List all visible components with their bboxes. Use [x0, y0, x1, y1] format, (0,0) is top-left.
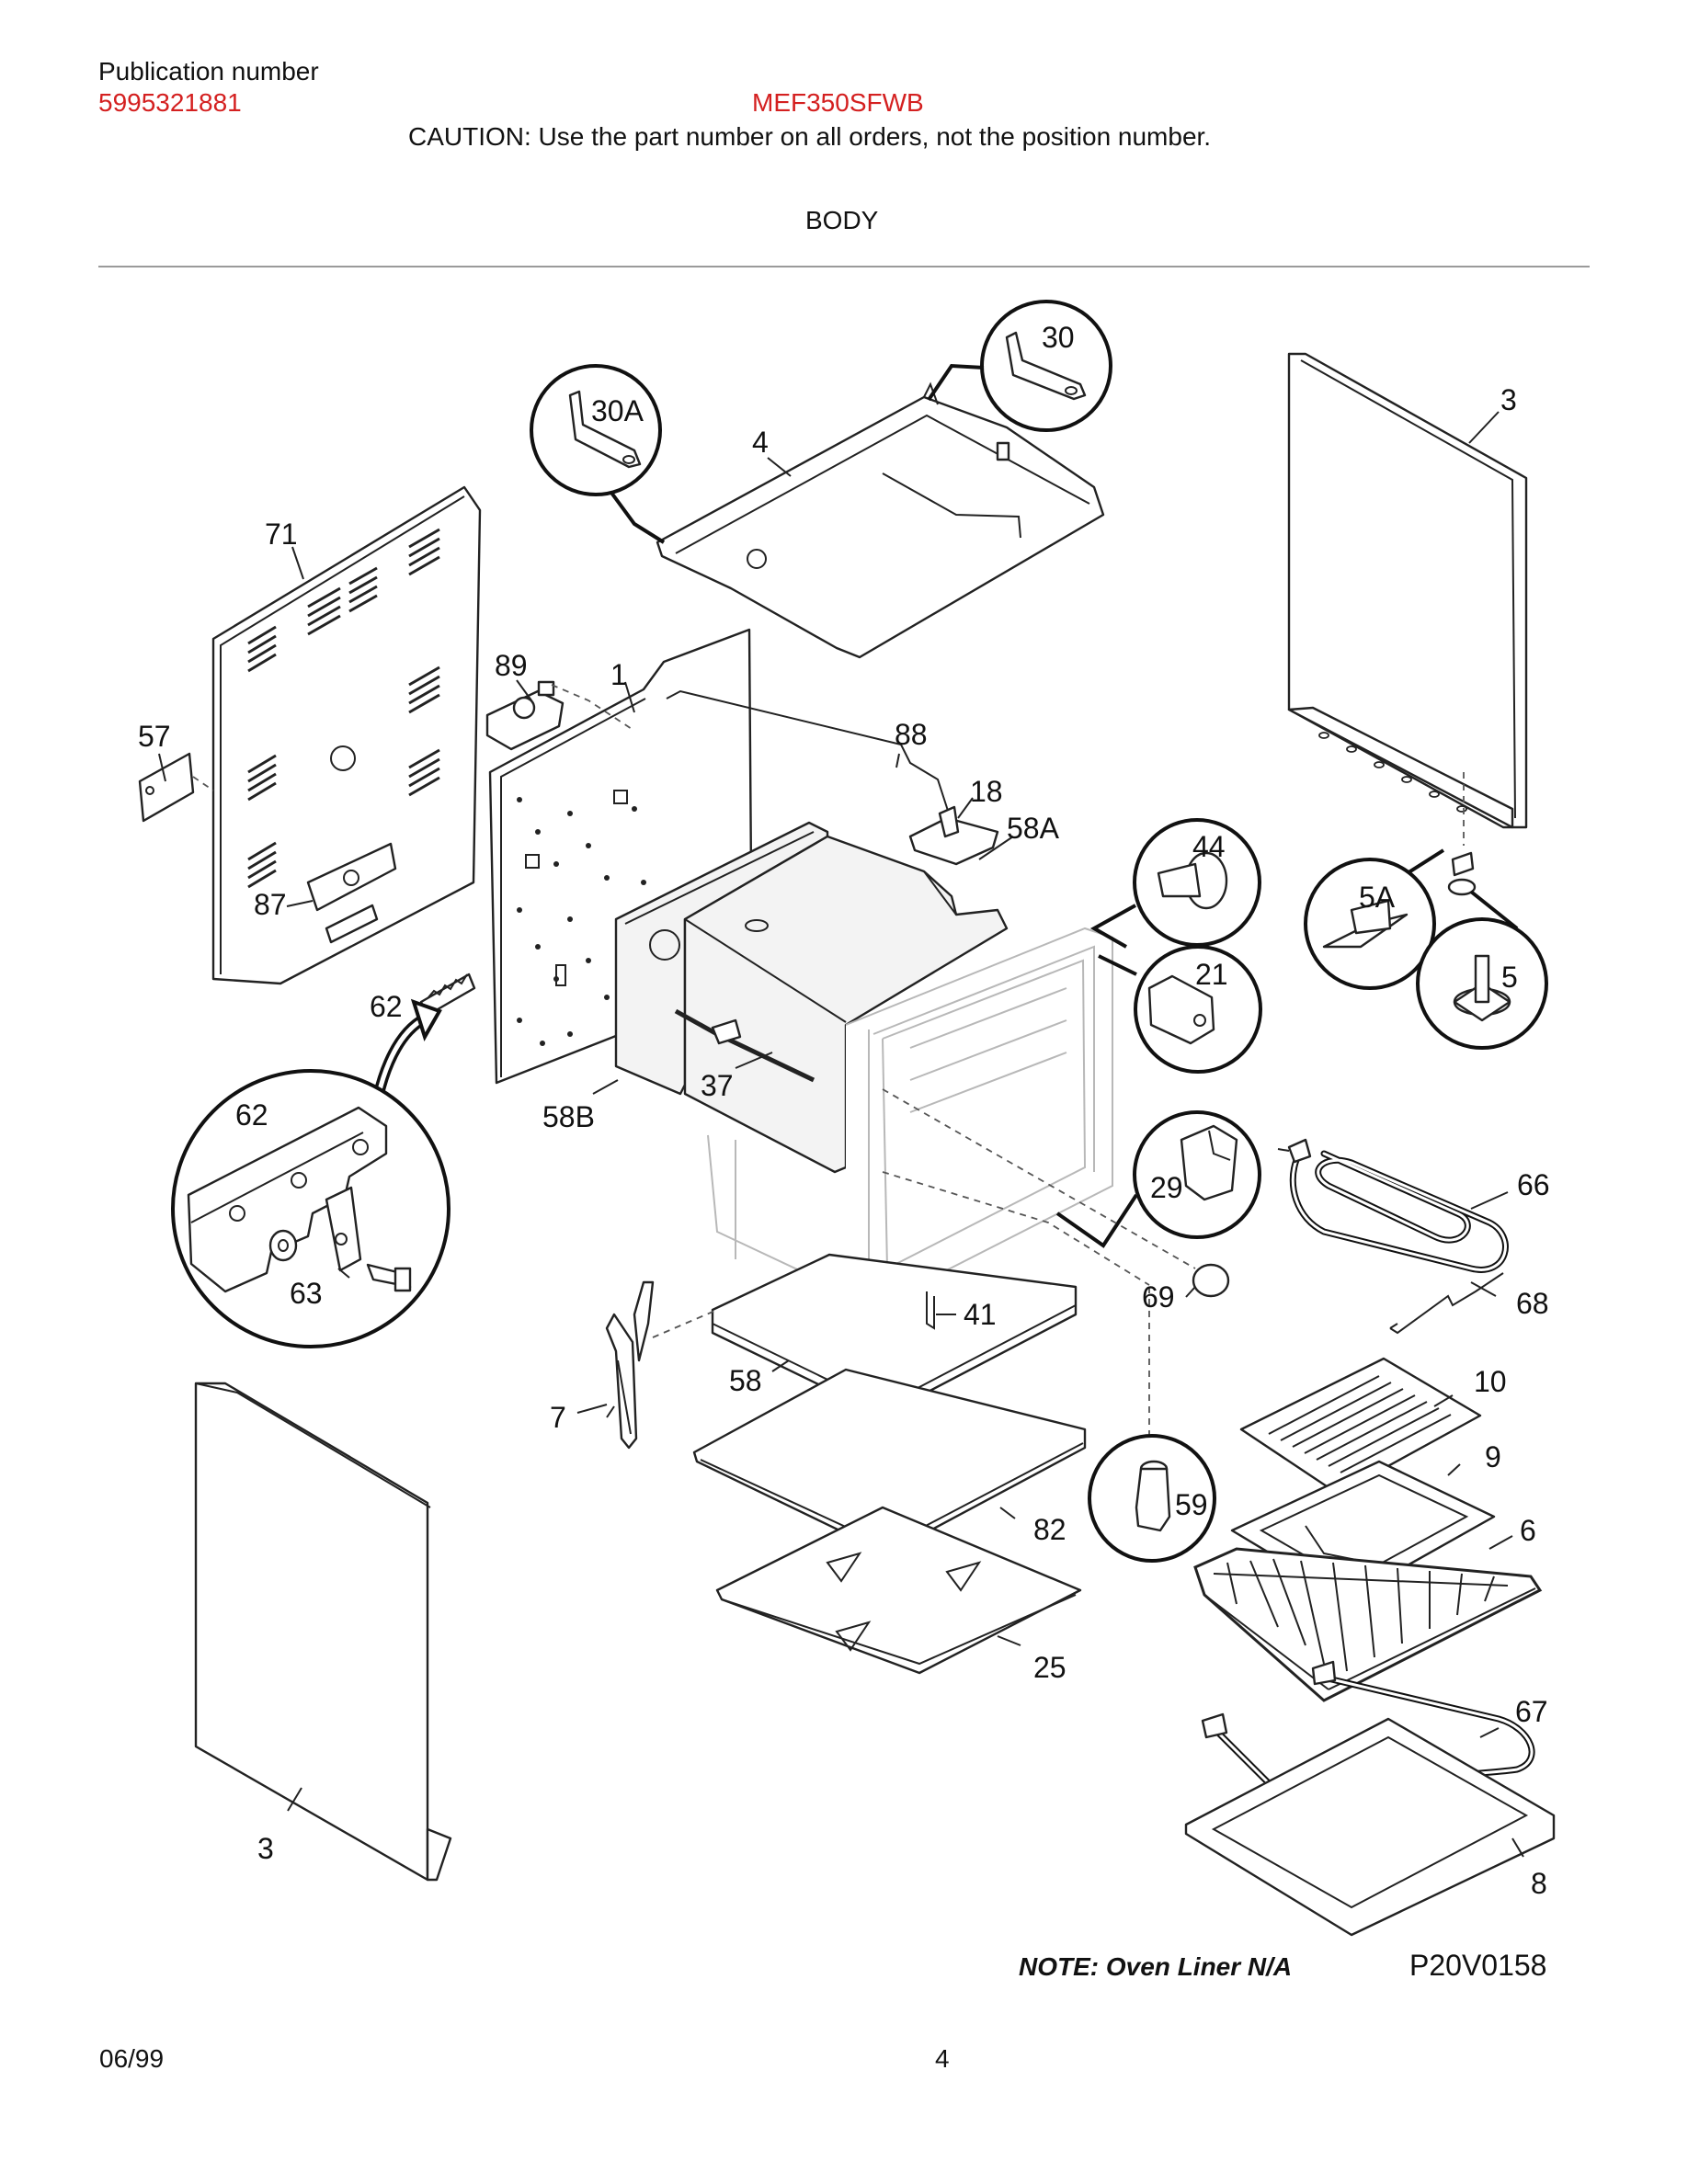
- part-66-broil-element: [1277, 1138, 1509, 1273]
- publication-label: Publication number: [98, 57, 319, 85]
- leader-lines: [158, 411, 1524, 1858]
- part-3-left-side-panel: [194, 1382, 452, 1882]
- part-7-hinge: [605, 1280, 718, 1450]
- callout-30A: 30A: [591, 394, 644, 427]
- part-88-rod: [666, 689, 950, 814]
- part-37-probe: [674, 1008, 815, 1083]
- callout-8: 8: [1531, 1867, 1547, 1900]
- callout-44: 44: [1192, 830, 1226, 863]
- detail-circle-62-63: [171, 1069, 451, 1348]
- part-89-bracket: [485, 680, 635, 751]
- callout-88: 88: [895, 718, 928, 751]
- part-68-wire-bracket: [1389, 1272, 1504, 1335]
- callout-labels: 71 1 89 57 87 62 62 63 4 30 30A 3 88 18 …: [138, 321, 1550, 1900]
- part-69-plug: [882, 1088, 1230, 1298]
- caution-text: CAUTION: Use the part number on all orde…: [408, 122, 1212, 151]
- part-57-small-plate: [138, 752, 214, 823]
- detail-circle-30: [927, 300, 1112, 432]
- part-58A-58B-insulation: [614, 821, 1009, 1174]
- callout-87: 87: [254, 888, 287, 921]
- callout-63: 63: [290, 1277, 323, 1310]
- callout-57: 57: [138, 720, 171, 753]
- part-10-broil-grid: [1239, 1357, 1482, 1496]
- part-71-rear-panel: [211, 485, 482, 985]
- part-3-right-side-panel: [1287, 352, 1528, 846]
- detail-circle-59: [1088, 1434, 1216, 1563]
- callout-37: 37: [701, 1069, 734, 1102]
- callout-5: 5: [1501, 961, 1518, 994]
- callout-69: 69: [1142, 1280, 1175, 1314]
- detail-circle-29: [1055, 1110, 1261, 1248]
- callout-18: 18: [970, 775, 1003, 808]
- callout-25: 25: [1033, 1651, 1066, 1684]
- callout-62-detail: 62: [235, 1098, 268, 1132]
- callout-66: 66: [1517, 1168, 1550, 1201]
- callout-21: 21: [1195, 958, 1228, 991]
- callout-71: 71: [265, 518, 298, 551]
- callout-5A: 5A: [1359, 881, 1396, 914]
- callout-67: 67: [1515, 1695, 1548, 1728]
- callout-4: 4: [752, 426, 769, 459]
- callout-82: 82: [1033, 1513, 1066, 1546]
- part-41-hook: [926, 1291, 935, 1330]
- callout-58: 58: [729, 1364, 762, 1397]
- part-18-clip: [908, 805, 999, 866]
- oven-body-frame: [707, 927, 1113, 1307]
- callout-9: 9: [1485, 1440, 1501, 1473]
- oven-liner-note: NOTE: Oven Liner N/A: [1019, 1952, 1293, 1981]
- callout-59: 59: [1175, 1488, 1208, 1521]
- section-title: BODY: [805, 206, 879, 234]
- callout-3-bottom: 3: [257, 1832, 274, 1865]
- callout-3-top: 3: [1500, 383, 1517, 416]
- callout-68: 68: [1516, 1287, 1549, 1320]
- detail-circle-21: [1098, 945, 1262, 1074]
- callout-6: 6: [1520, 1514, 1536, 1547]
- callout-41: 41: [964, 1298, 997, 1331]
- callout-10: 10: [1474, 1365, 1507, 1398]
- publication-number: 5995321881: [98, 88, 242, 117]
- dashed-locators: [882, 1171, 1150, 1439]
- footer-date: 06/99: [99, 2044, 165, 2073]
- page-number: 4: [935, 2044, 950, 2073]
- figure-code: P20V0158: [1409, 1949, 1547, 1982]
- callout-29: 29: [1150, 1171, 1183, 1204]
- part-8-oven-bottom: [1184, 1717, 1556, 1937]
- part-25-floor-panel: [715, 1506, 1082, 1675]
- part-4-top-panel: [656, 381, 1105, 659]
- callout-62-small: 62: [370, 990, 403, 1023]
- callout-58A: 58A: [1007, 812, 1060, 845]
- callout-7: 7: [550, 1401, 566, 1434]
- model-number: MEF350SFWB: [752, 88, 924, 117]
- callout-30: 30: [1042, 321, 1075, 354]
- part-6-oven-rack: [1193, 1547, 1543, 1702]
- callout-58B: 58B: [542, 1100, 595, 1133]
- part-5-leveler-assembly: [1304, 848, 1548, 1050]
- callout-1: 1: [610, 658, 627, 691]
- callout-89: 89: [495, 649, 528, 682]
- detail-circle-44: [1089, 818, 1261, 949]
- detail-circle-30A: [530, 364, 666, 544]
- header-divider: [98, 266, 1590, 267]
